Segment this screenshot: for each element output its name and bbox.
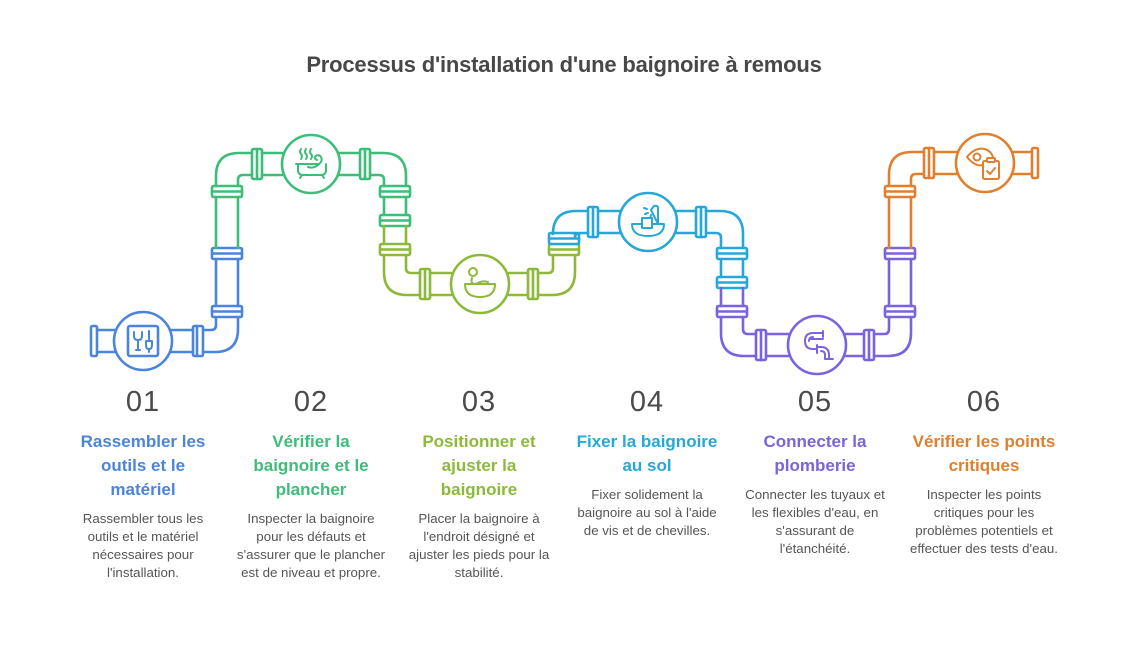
step-6: 06 Vérifier les points critiques Inspect…	[909, 384, 1059, 558]
step-heading: Connecter la plomberie	[763, 432, 867, 475]
step-number: 01	[125, 386, 161, 418]
step-description: Fixer solidement la baignoire au sol à l…	[577, 487, 717, 538]
step-number: 06	[966, 386, 1002, 418]
pipe-segment-4	[547, 191, 749, 290]
hot-bath-icon	[295, 148, 327, 179]
person-in-bath-icon	[464, 267, 496, 298]
step-number: 04	[629, 386, 665, 418]
step-heading: Rassembler les outils et le matériel	[80, 432, 206, 499]
step-heading: Vérifier la baignoire et le plancher	[253, 432, 369, 499]
pipe-fitting-icon	[804, 330, 834, 360]
step-3: 03 Positionner et ajuster la baignoire P…	[404, 384, 554, 582]
step-heading: Vérifier les points critiques	[912, 432, 1056, 475]
step-description: Connecter les tuyaux et les flexibles d'…	[745, 487, 885, 556]
pipe-segment-1	[89, 246, 244, 372]
step-number: 05	[797, 386, 833, 418]
step-2: 02 Vérifier la baignoire et le plancher …	[236, 384, 386, 582]
step-1: 01 Rassembler les outils et le matériel …	[68, 384, 218, 582]
step-heading: Positionner et ajuster la baignoire	[422, 432, 536, 499]
step-number: 03	[461, 386, 497, 418]
diagram-title: Processus d'installation d'une baignoire…	[306, 52, 822, 77]
eye-clipboard-icon	[966, 147, 1000, 180]
step-description: Inspecter les points critiques pour les …	[910, 487, 1058, 556]
step-heading: Fixer la baignoire au sol	[576, 432, 718, 475]
pipe-segment-6	[883, 132, 1040, 250]
step-description: Inspecter la baignoire pour les défauts …	[236, 511, 386, 580]
step-description: Placer la baignoire à l'endroit désigné …	[408, 511, 550, 580]
step-4: 04 Fixer la baignoire au sol Fixer solid…	[572, 384, 722, 540]
step-5: 05 Connecter la plomberie Connecter les …	[740, 384, 890, 558]
step-description: Rassembler tous les outils et le matérie…	[82, 511, 204, 580]
pipe-segment-2	[210, 133, 412, 250]
shower-bath-icon	[631, 204, 665, 237]
tools-icon	[126, 324, 160, 358]
pipe-segment-5	[715, 246, 917, 376]
step-number: 02	[293, 386, 329, 418]
